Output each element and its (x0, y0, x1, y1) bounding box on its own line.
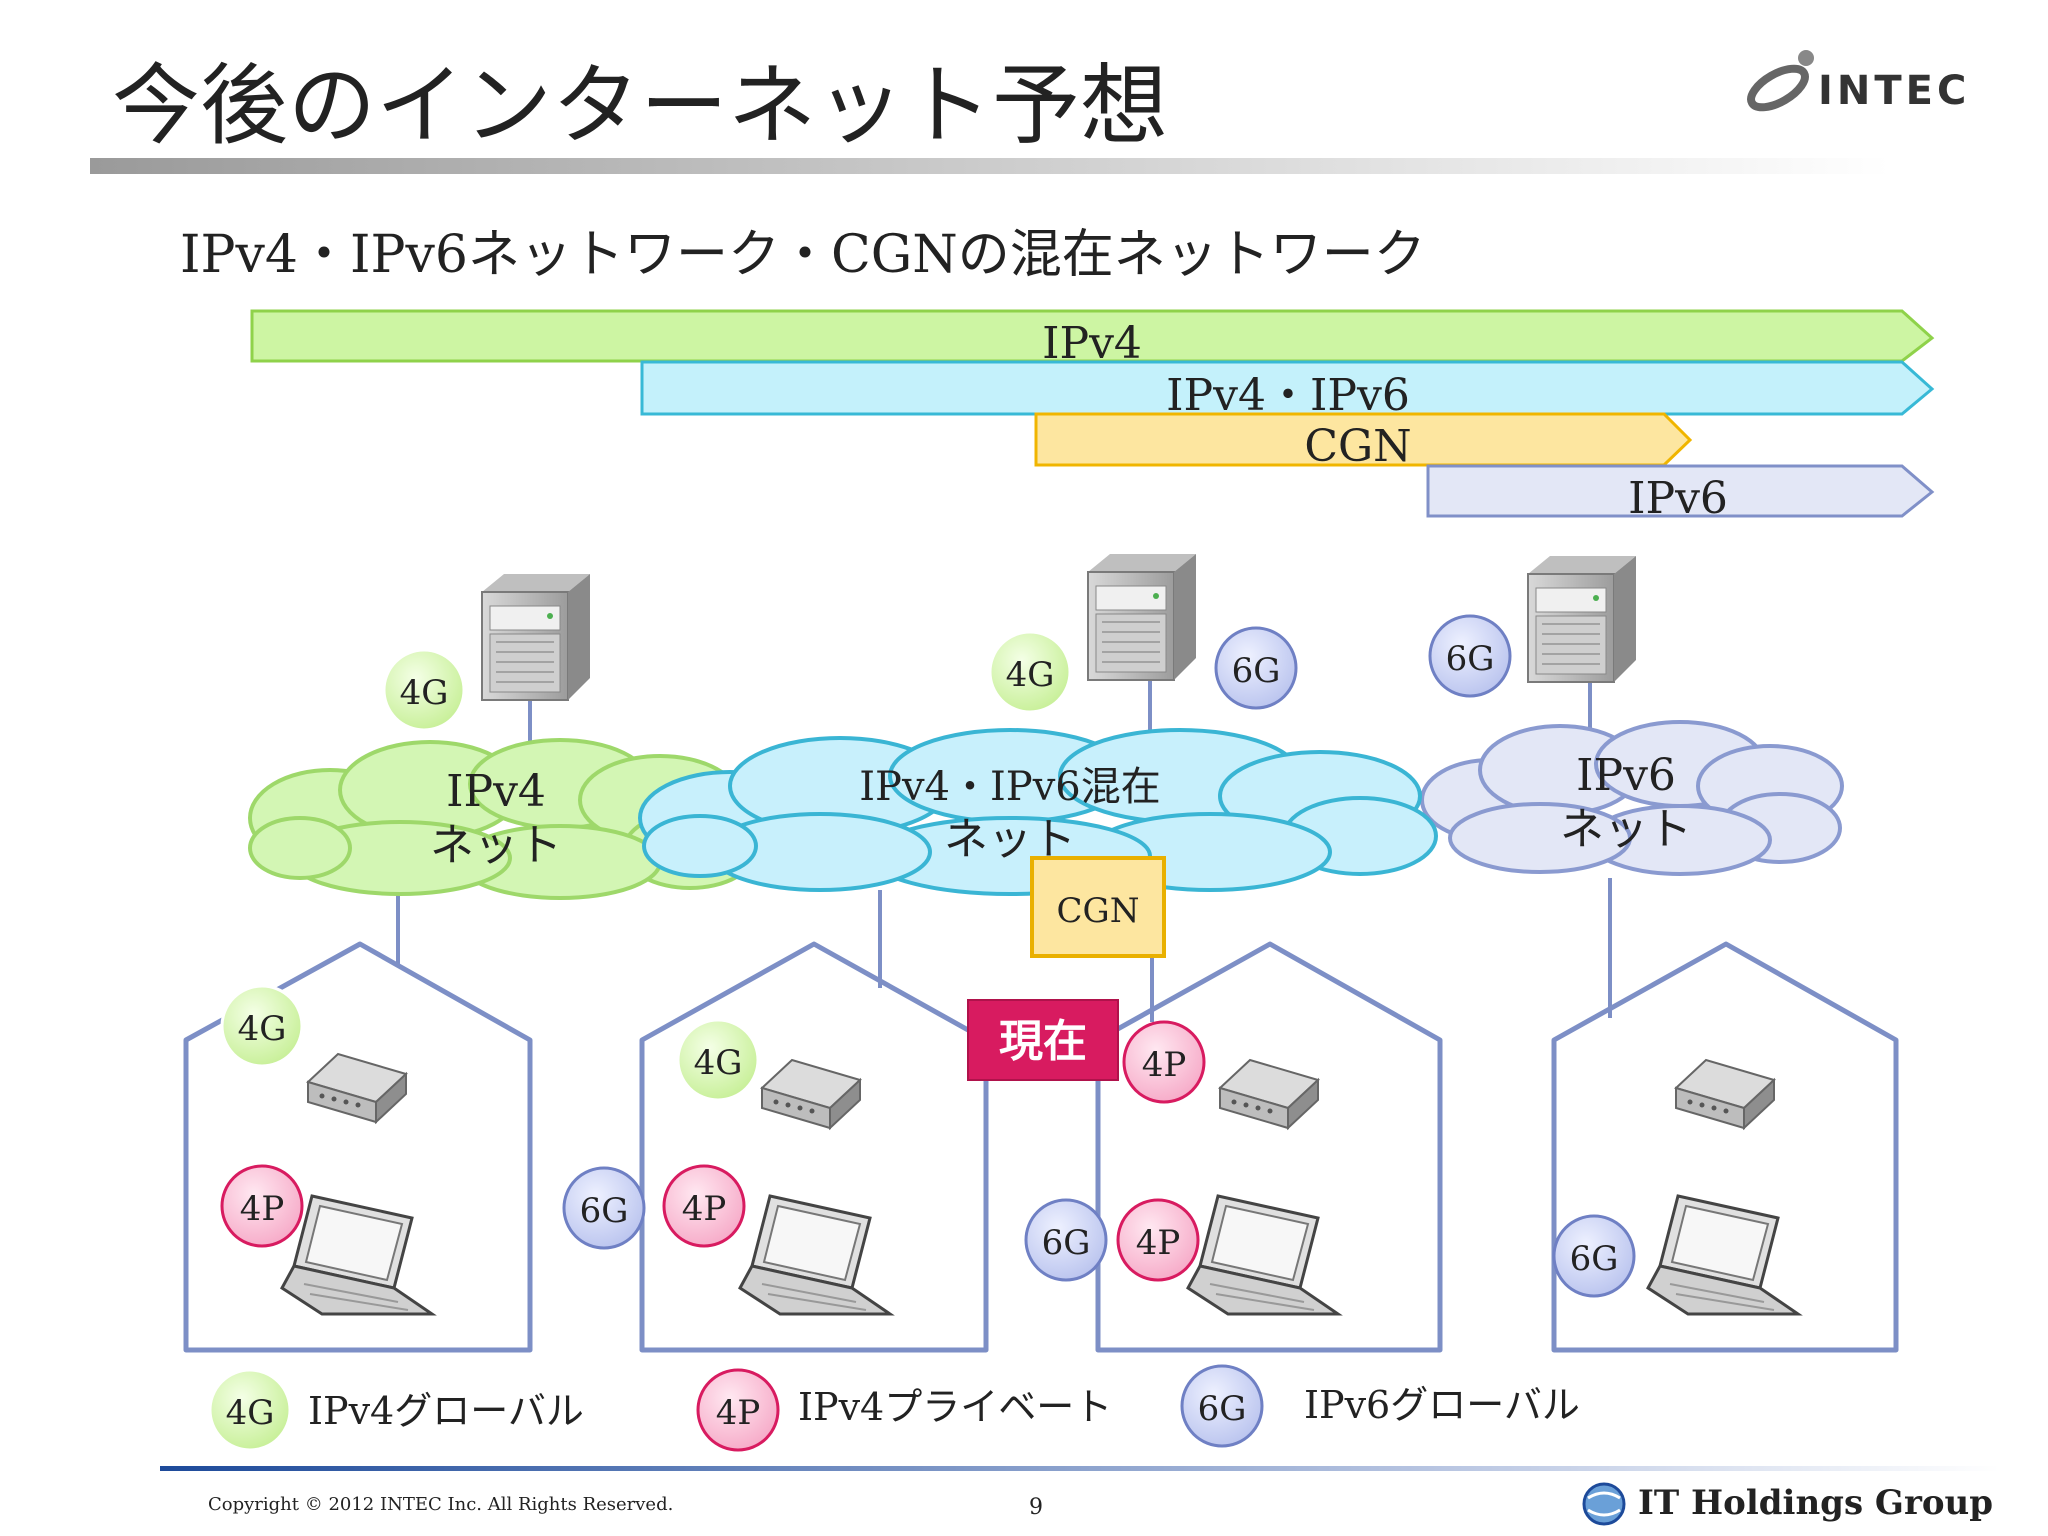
legend-item-ipv6-global: 6G IPv6グローバル (1180, 1364, 1580, 1448)
timeline-ipv4: IPv4 (250, 309, 1935, 369)
svg-text:4G: 4G (694, 1043, 743, 1083)
legend-badge: 6G (1198, 1389, 1247, 1429)
legend-badge: 4P (716, 1393, 761, 1433)
current-badge-label: 現在 (999, 1016, 1087, 1067)
title-rule (90, 158, 1890, 174)
svg-text:6G: 6G (1570, 1239, 1619, 1279)
cloud-icon (638, 728, 1438, 896)
cloud-label-line1: IPv6 (1576, 750, 1676, 801)
router-icon (1219, 1059, 1319, 1129)
timeline-ipv4-ipv6: IPv4・IPv6 (640, 360, 1935, 421)
cloud-ipv6: IPv6 ネット (1420, 720, 1844, 876)
badge-6g: 6G (562, 1166, 646, 1250)
badge-6g: 6G (1552, 1214, 1636, 1298)
cloud-icon (1420, 720, 1844, 876)
page-number: 9 (1029, 1495, 1043, 1520)
house-4 (1551, 941, 1899, 1353)
svg-text:6G: 6G (580, 1191, 629, 1231)
house-2 (639, 941, 989, 1353)
badge-6g: 6G (1214, 626, 1298, 710)
badge-4g: 4G (988, 630, 1072, 714)
timeline-arrow (640, 360, 1935, 416)
subtitle: IPv4・IPv6ネットワーク・CGNの混在ネットワーク (180, 225, 1426, 285)
intec-logo: INTEC (1747, 50, 1970, 114)
svg-text:4G: 4G (238, 1009, 287, 1049)
cloud-label-line1: IPv4 (446, 766, 546, 817)
legend-item-ipv4-private: 4P IPv4プライベート (696, 1368, 1112, 1452)
badge-4p: 4P (220, 1164, 304, 1248)
badge-6g: 6G (1428, 614, 1512, 698)
copyright: Copyright © 2012 INTEC Inc. All Rights R… (208, 1494, 673, 1515)
cgn-box-label: CGN (1057, 891, 1140, 931)
badge-4p: 4P (662, 1164, 746, 1248)
it-holdings-logo: IT Holdings Group (1582, 1482, 1993, 1526)
legend-badge: 4G (226, 1393, 275, 1433)
svg-text:4P: 4P (682, 1189, 727, 1229)
svg-text:4G: 4G (1006, 655, 1055, 695)
legend-item-ipv4-global: 4G IPv4グローバル (208, 1368, 584, 1452)
legend-label: IPv6グローバル (1304, 1383, 1580, 1427)
legend: 4G IPv4グローバル 4P IPv4プライベート 6G IPv6グローバル (208, 1364, 1580, 1452)
badge-6g: 6G (1024, 1198, 1108, 1282)
router-icon (307, 1053, 407, 1123)
cloud-label-line2: ネット (430, 820, 562, 871)
cloud-label-line2: ネット (1560, 804, 1692, 855)
laptop-icon (1186, 1194, 1340, 1316)
brand-text: IT Holdings Group (1638, 1483, 1993, 1523)
router-icon (1675, 1059, 1775, 1129)
logo-text: INTEC (1818, 68, 1970, 114)
house-3 (1095, 941, 1443, 1353)
page-title: 今後のインターネット予想 (112, 54, 1168, 157)
timeline-ipv6: IPv6 (1426, 464, 1935, 524)
svg-text:6G: 6G (1232, 651, 1281, 691)
laptop-icon (738, 1194, 892, 1316)
globe-icon (1582, 1482, 1626, 1526)
svg-text:4G: 4G (400, 673, 449, 713)
timeline-label: CGN (1304, 421, 1411, 472)
svg-text:4P: 4P (1142, 1045, 1187, 1085)
server-icon-ipv6 (1527, 555, 1637, 683)
timeline-cgn: CGN (1034, 412, 1693, 472)
laptop-icon (1646, 1194, 1800, 1316)
timeline-arrow (1034, 412, 1693, 467)
badge-4g: 4G (220, 984, 304, 1068)
svg-text:6G: 6G (1446, 639, 1495, 679)
svg-text:6G: 6G (1042, 1223, 1091, 1263)
badge-4g: 4G (382, 648, 466, 732)
current-badge: 現在 (967, 999, 1119, 1081)
logo-dot-icon (1798, 50, 1814, 66)
cgn-box: CGN (1030, 856, 1166, 958)
legend-label: IPv4プライベート (798, 1385, 1112, 1429)
router-icon (761, 1059, 861, 1129)
cloud-label-line1: IPv4・IPv6混在 (859, 764, 1161, 810)
laptop-icon (280, 1194, 434, 1316)
houses (183, 941, 1899, 1353)
house-1 (183, 941, 533, 1353)
svg-text:4P: 4P (1136, 1223, 1181, 1263)
timeline-label: IPv6 (1628, 473, 1728, 524)
timeline-arrow (250, 309, 1935, 363)
footer-rule (160, 1466, 2000, 1471)
logo-swoosh-icon (1747, 64, 1809, 112)
cloud-mixed: IPv4・IPv6混在 ネット (638, 728, 1438, 896)
badge-4p: 4P (1116, 1198, 1200, 1282)
server-icon-ipv4 (481, 573, 591, 701)
server-icon-mixed (1087, 553, 1197, 681)
legend-label: IPv4グローバル (308, 1389, 584, 1433)
badge-4p: 4P (1122, 1020, 1206, 1104)
badge-4g: 4G (676, 1018, 760, 1102)
svg-text:4P: 4P (240, 1189, 285, 1229)
timeline-arrow (1426, 464, 1935, 518)
